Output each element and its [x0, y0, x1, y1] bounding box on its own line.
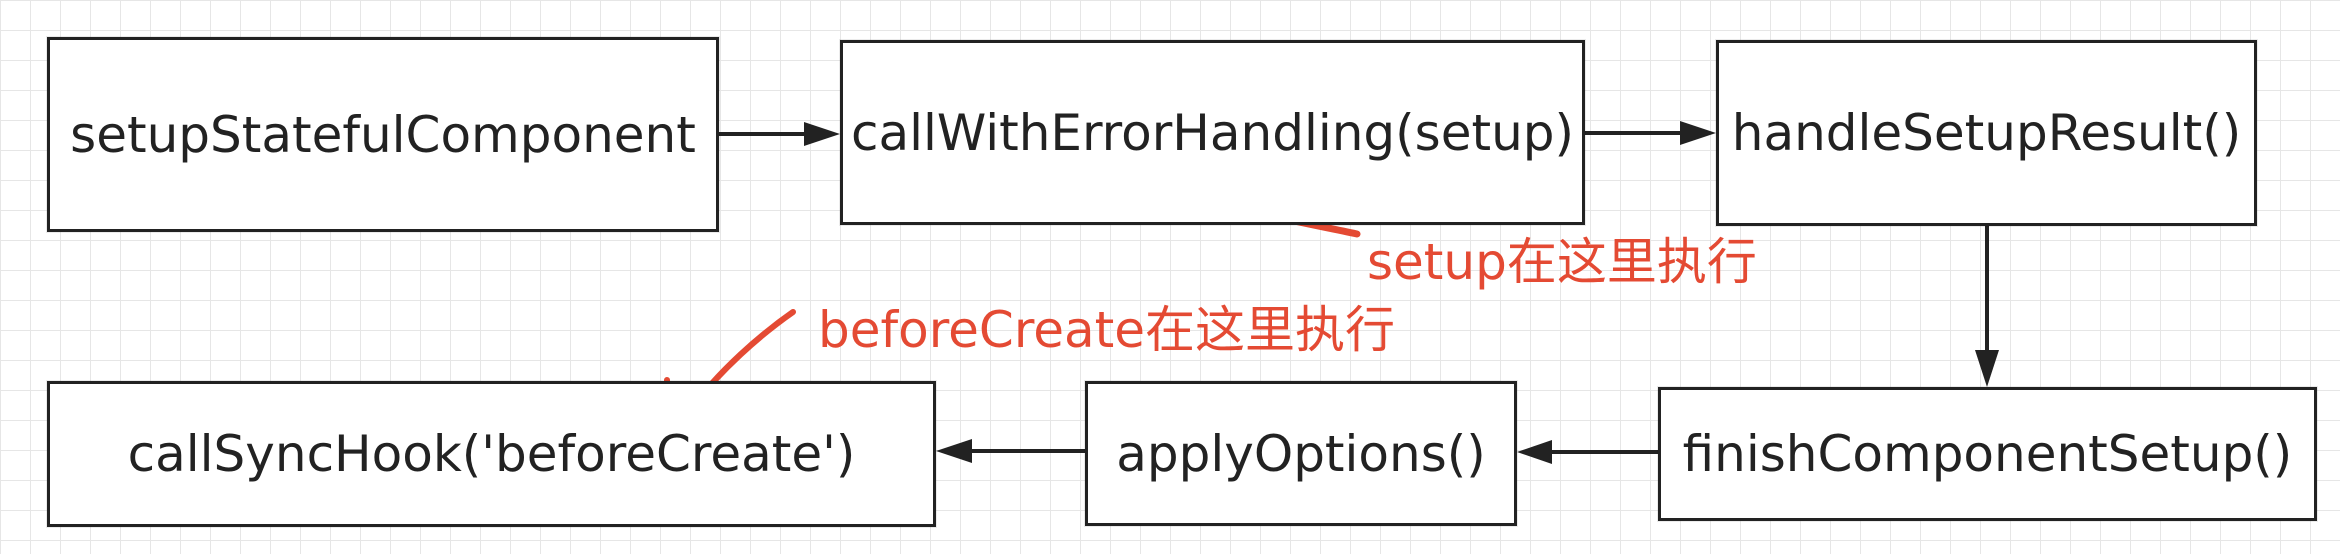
- arrow-handle-setup-to-finish-setup: [1975, 226, 1999, 387]
- node-setup-stateful-component: setupStatefulComponent: [47, 37, 719, 232]
- node-call-with-error-handling: callWithErrorHandling(setup): [840, 40, 1585, 225]
- arrow-apply-options-to-call-sync-hook: [936, 439, 1085, 463]
- node-label: callWithErrorHandling(setup): [850, 103, 1575, 162]
- node-call-sync-hook: callSyncHook('beforeCreate'): [47, 381, 936, 527]
- arrow-setup-to-call-with-error: [719, 122, 840, 146]
- arrow-call-with-error-to-handle-setup: [1585, 121, 1716, 145]
- annotation-before-create-runs-here: beforeCreate在这里执行: [818, 301, 1396, 359]
- node-label: callSyncHook('beforeCreate'): [127, 425, 856, 483]
- annotation-setup-runs-here: setup在这里执行: [1367, 233, 1757, 291]
- node-label: finishComponentSetup(): [1682, 425, 2293, 483]
- arrow-finish-setup-to-apply-options: [1517, 440, 1658, 464]
- node-apply-options: applyOptions(): [1085, 381, 1517, 526]
- node-label: handleSetupResult(): [1731, 104, 2242, 162]
- node-finish-component-setup: finishComponentSetup(): [1658, 387, 2317, 521]
- node-label: applyOptions(): [1116, 424, 1486, 483]
- node-handle-setup-result: handleSetupResult(): [1716, 40, 2257, 226]
- node-label: setupStatefulComponent: [70, 105, 696, 164]
